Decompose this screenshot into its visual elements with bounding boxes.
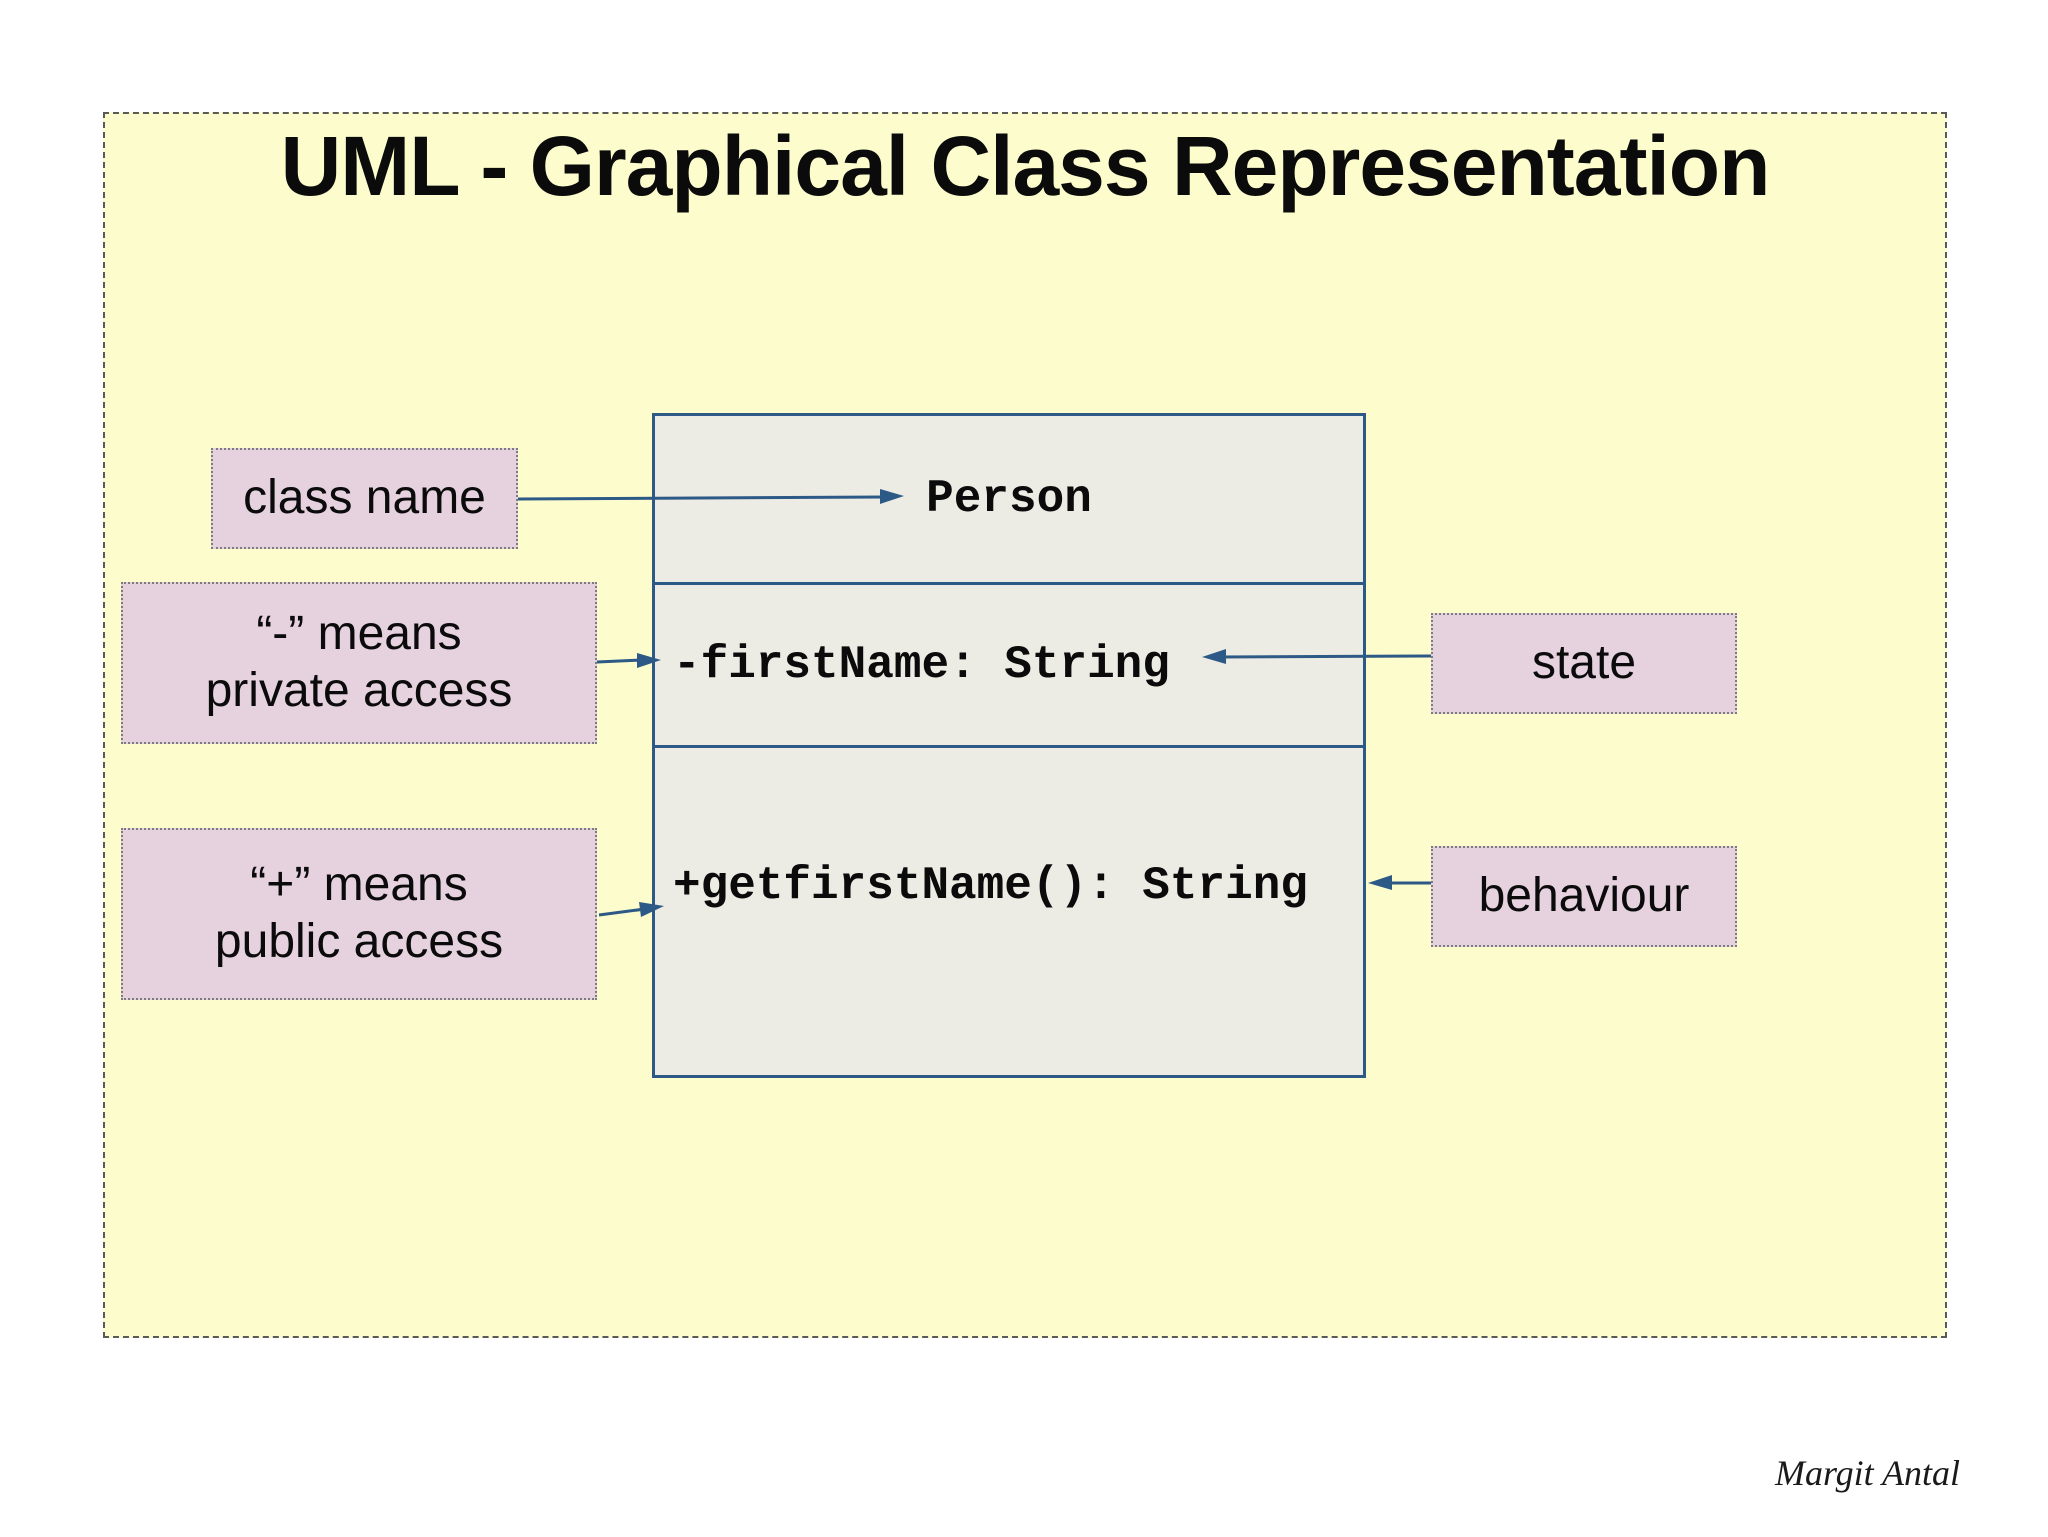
uml-attribute-compartment: -firstName: String — [655, 582, 1363, 745]
author-signature: Margit Antal — [1774, 1453, 1960, 1493]
uml-method-compartment: +getfirstName(): String — [655, 745, 1363, 1075]
note-behaviour-label: behaviour — [1478, 869, 1690, 923]
note-state-label: state — [1531, 636, 1637, 690]
uml-class-name: Person — [926, 473, 1092, 525]
slide-canvas: UML - Graphical Class Representation Per… — [103, 112, 1947, 1338]
note-class-name: class name — [211, 448, 518, 549]
note-public-line1: “+” means — [250, 858, 468, 912]
note-behaviour: behaviour — [1431, 846, 1737, 947]
note-private-line1: “-” means — [256, 607, 462, 661]
note-class-name-label: class name — [243, 471, 486, 525]
note-state: state — [1431, 613, 1737, 714]
note-public-access: “+” means public access — [121, 828, 597, 1000]
note-public-line2: public access — [214, 915, 504, 968]
uml-name-compartment: Person — [655, 416, 1363, 582]
note-private-access: “-” means private access — [121, 582, 597, 744]
uml-attribute: -firstName: String — [673, 639, 1170, 691]
uml-method: +getfirstName(): String — [673, 860, 1308, 912]
slide-title: UML - Graphical Class Representation — [280, 119, 1771, 213]
uml-class-box: Person -firstName: String +getfirstName(… — [652, 413, 1366, 1078]
note-private-line2: private access — [205, 664, 513, 717]
